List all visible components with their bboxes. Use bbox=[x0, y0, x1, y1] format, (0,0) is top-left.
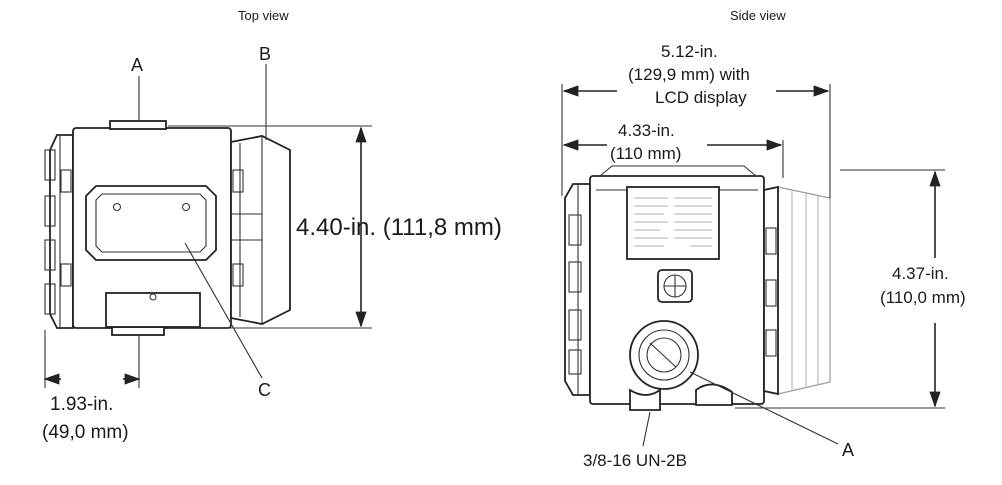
top-width-dimension-mm: (49,0 mm) bbox=[42, 422, 129, 443]
side-view-lcd-cover bbox=[777, 186, 831, 395]
top-height-dimension: 4.40-in. (111,8 mm) bbox=[296, 214, 502, 241]
side-height-mm: (110,0 mm) bbox=[880, 288, 966, 307]
top-view-dimensions bbox=[43, 64, 372, 388]
side-lcd-width-in: 5.12-in. bbox=[661, 42, 718, 61]
side-height-in: 4.37-in. bbox=[892, 264, 949, 283]
callout-c-top: C bbox=[258, 380, 271, 400]
callout-a-side: A bbox=[842, 440, 855, 460]
side-lcd-width-note: LCD display bbox=[655, 88, 747, 107]
side-view-housing bbox=[564, 165, 779, 411]
side-width-in: 4.33-in. bbox=[618, 121, 675, 140]
side-view-title: Side view bbox=[730, 8, 786, 23]
side-lcd-width-mm: (129,9 mm) with bbox=[628, 65, 750, 84]
top-view-title: Top view bbox=[238, 8, 289, 23]
side-width-mm: (110 mm) bbox=[610, 144, 682, 163]
side-view-dimensions bbox=[561, 84, 945, 447]
callout-b-top: B bbox=[259, 44, 272, 64]
top-view-housing bbox=[44, 120, 291, 336]
top-width-dimension-in: 1.93-in. bbox=[50, 394, 114, 415]
callout-a-top: A bbox=[131, 55, 144, 75]
thread-spec-label: 3/8-16 UN-2B bbox=[583, 451, 687, 470]
